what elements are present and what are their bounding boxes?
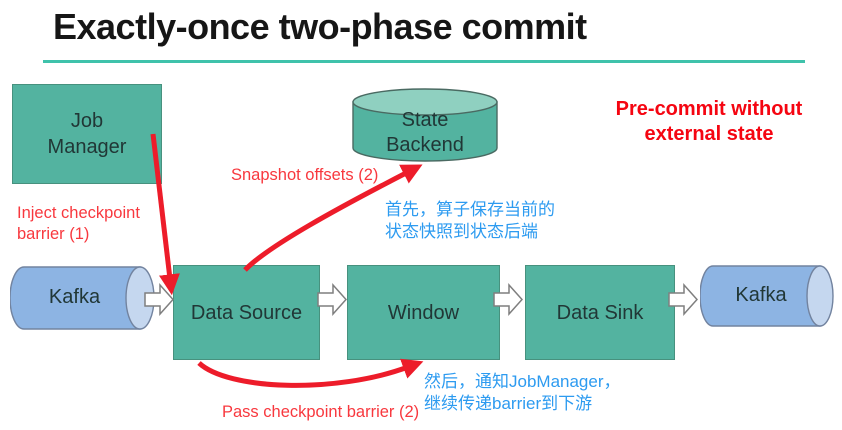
node-window: Window <box>347 265 500 360</box>
node-state-backend: State Backend <box>352 88 498 162</box>
flow-arrow-icon <box>317 283 347 316</box>
flow-arrow-icon <box>493 283 523 316</box>
title-underline <box>43 60 805 63</box>
arrow-pass-barrier <box>197 358 424 388</box>
note-notify-zh: 然后，通知JobManager， 继续传递barrier到下游 <box>424 372 621 413</box>
label-snapshot-offsets: Snapshot offsets (2) <box>231 166 379 184</box>
cylinder-horizontal-icon <box>10 266 155 330</box>
node-state-backend-label: State Backend <box>386 109 464 156</box>
node-kafka-in-label: Kafka <box>48 286 101 308</box>
slide-title: Exactly-once two-phase commit <box>53 6 587 47</box>
cylinder-horizontal-icon <box>700 265 834 327</box>
arrow-snapshot-offsets <box>243 164 423 272</box>
node-window-label: Window <box>387 301 460 324</box>
note-snapshot-zh: 首先，算子保存当前的 状态快照到状态后端 <box>385 200 555 241</box>
flow-arrow-icon <box>668 283 698 316</box>
label-inject-barrier: Inject checkpoint barrier (1) <box>17 204 140 243</box>
node-kafka-in: Kafka <box>10 266 155 330</box>
node-job-manager: Job Manager <box>12 84 162 184</box>
node-kafka-out-label: Kafka <box>735 284 787 306</box>
cylinder-vertical-icon <box>352 88 498 162</box>
node-data-source: Data Source <box>173 265 320 360</box>
label-pass-barrier: Pass checkpoint barrier (2) <box>222 403 420 421</box>
node-kafka-out: Kafka <box>700 265 834 327</box>
node-data-sink: Data Sink <box>525 265 675 360</box>
node-job-manager-label: Job Manager <box>47 110 127 158</box>
node-data-sink-label: Data Sink <box>556 301 644 324</box>
pre-commit-note: Pre-commit without external state <box>615 98 803 145</box>
node-data-source-label: Data Source <box>190 301 303 324</box>
flow-arrow-icon <box>144 283 174 316</box>
